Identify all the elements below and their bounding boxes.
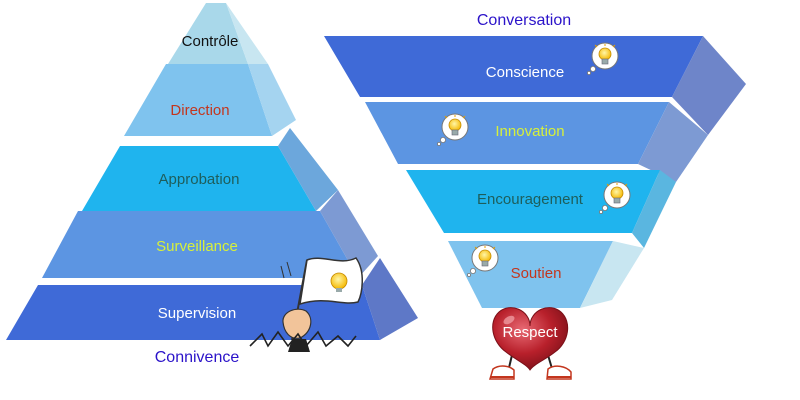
- pyramid-level-direction: [124, 64, 296, 136]
- pyramid-level-controle: [168, 3, 268, 64]
- funnel-level-encouragement: [406, 170, 676, 248]
- pyramid-label-controle: Contrôle: [182, 33, 239, 50]
- heart-with-sneakers-icon: Respect: [488, 307, 572, 380]
- pyramid-bottom-caption: Connivence: [155, 349, 240, 366]
- funnel-label-encouragement: Encouragement: [477, 191, 584, 208]
- funnel-label-soutien: Soutien: [511, 265, 562, 282]
- funnel-top-caption: Conversation: [477, 12, 571, 29]
- pyramid-level-surveillance: [42, 190, 378, 278]
- pyramid-label-supervision: Supervision: [158, 305, 236, 322]
- funnel-label-innovation: Innovation: [495, 123, 564, 140]
- funnel-label-conscience: Conscience: [486, 64, 564, 81]
- right-funnel: Conversation Conscience Innovation Encou…: [324, 12, 746, 308]
- white-flag-with-lightbulb-icon: [249, 257, 363, 352]
- left-pyramid: Contrôle Direction Approbation Surveilla…: [6, 3, 418, 366]
- pyramid-label-direction: Direction: [170, 102, 229, 119]
- funnel-level-innovation: [365, 102, 708, 182]
- pyramid-label-approbation: Approbation: [159, 171, 240, 188]
- heart-label-respect: Respect: [502, 324, 558, 341]
- pyramid-label-surveillance: Surveillance: [156, 238, 238, 255]
- pyramid-level-approbation: [82, 128, 338, 211]
